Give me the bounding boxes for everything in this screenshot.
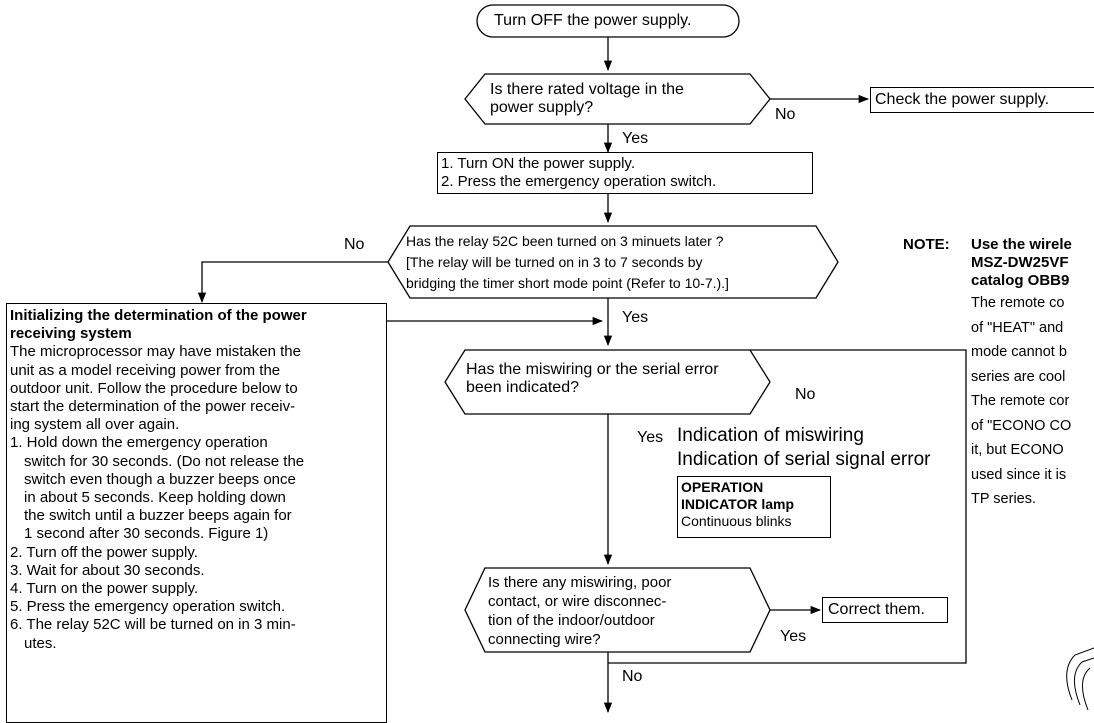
decision-miswiring-indicated-line: Has the miswiring or the serial error [466,361,719,378]
init-step-line: switch for 30 seconds. (Do not release t… [24,452,305,470]
init-step-line: 4. Turn on the power supply. [10,580,199,598]
check-power-label: Check the power supply. [875,91,1050,108]
correct-them-box: Correct them. [822,597,948,623]
arrow-d2-no [197,261,388,304]
decision-relay-text: Has the relay 52C been turned on 3 minue… [406,231,729,294]
step-line: 1. Turn ON the power supply. [441,155,635,172]
note-body: The remote co of "HEAT" and mode cannot … [971,291,1094,512]
note-body-line: The remote cor [971,393,1070,409]
note-head-line: catalog OBB9 [971,272,1070,289]
note-label: NOTE: [903,236,950,253]
note-text: Use the wirele MSZ-DW25VF catalog OBB9 [971,236,1094,290]
init-step-line: in about 5 seconds. Keep holding down [24,489,286,507]
init-step-line: the switch until a buzzer beeps again fo… [24,507,292,525]
decision-voltage-text: Is there rated voltage in the power supp… [490,81,684,117]
operation-lamp-title: INDICATOR lamp [681,496,795,512]
decision-wiring-line: connecting wire? [488,631,601,648]
step-power-on-text: 1. Turn ON the power supply. 2. Press th… [441,155,716,191]
init-step-line: 1 second after 30 seconds. Figure 1) [24,525,269,543]
decision-relay-no-label: No [344,236,365,253]
init-step-line: 2. Turn off the power supply. [10,543,198,561]
decision-miswiring-indicated-text: Has the miswiring or the serial error be… [466,361,719,397]
step-power-on-box: 1. Turn ON the power supply. 2. Press th… [437,152,813,194]
decision-voltage-no-label: No [775,106,796,123]
init-body-line: The microprocessor may have mistaken the [10,343,301,361]
init-step-line: utes. [24,634,57,652]
note-body-line: TP series. [971,491,1037,507]
operation-lamp-sub: Continuous blinks [681,513,792,529]
decision-voltage-yes-label: Yes [622,130,649,147]
init-step-line: 6. The relay 52C will be turned on in 3 … [10,616,296,634]
correct-them-label: Correct them. [828,601,925,618]
note-body-line: of "ECONO CO [971,417,1072,434]
init-body-line: start the determination of the power rec… [10,398,296,416]
decision-miswiring-indicated-yes-label: Yes [637,429,664,446]
decision-voltage-shape [464,73,771,125]
init-step-line: 1. Hold down the emergency operation [10,434,268,452]
arrow-d3-no [608,349,967,664]
init-body-line: unit as a model receiving power from the [10,361,281,379]
init-procedure-content: Initializing the determination of the po… [10,307,307,653]
decision-miswiring-indicated-no-label: No [795,386,816,403]
note-body-line: series are cool [971,368,1066,385]
init-steps-list: 1. Hold down the emergency operation swi… [10,434,307,652]
remote-controller-figure [1066,647,1094,711]
operation-lamp-box: OPERATION INDICATOR lamp Continuous blin… [677,476,831,538]
init-step-line: switch even though a buzzer beeps once [24,470,296,488]
indication-line: Indication of miswiring [677,425,864,446]
check-power-box: Check the power supply. [870,87,1094,113]
init-step-line: 3. Wait for about 30 seconds. [10,561,205,579]
decision-wiring-line: contact, or wire disconnec- [488,593,667,610]
step-line: 2. Press the emergency operation switch. [441,173,717,190]
decision-wiring-yes-label: Yes [780,628,807,645]
decision-miswiring-indicated-line: been indicated? [466,379,579,396]
note-body-line: The remote co [971,295,1065,311]
decision-wiring-text: Is there any miswiring, poor contact, or… [488,573,671,649]
decision-voltage-line: Is there rated voltage in the [490,81,684,98]
note-body-line: mode cannot b [971,344,1067,360]
decision-wiring-shape [464,567,771,653]
init-step-line: 5. Press the emergency operation switch. [10,598,286,616]
init-body-line: ing system all over again. [10,416,180,434]
init-procedure-title: receiving system [10,325,132,343]
init-procedure-box: Initializing the determination of the po… [6,303,387,723]
decision-relay-line: bridging the timer short mode point (Ref… [406,275,729,291]
operation-lamp-content: OPERATION INDICATOR lamp Continuous blin… [681,479,794,530]
note-head-line: MSZ-DW25VF [971,254,1069,271]
note-body-line: used since it is [971,466,1067,483]
start-terminator-label: Turn OFF the power supply. [494,12,692,29]
init-procedure-title: Initializing the determination of the po… [10,307,307,324]
decision-wiring-line: tion of the indoor/outdoor [488,612,655,629]
decision-voltage-line: power supply? [490,99,594,116]
note-body-line: of "HEAT" and [971,319,1064,336]
operation-lamp-title: OPERATION [681,479,764,495]
decision-relay-line: [The relay will be turned on in 3 to 7 s… [406,254,703,270]
init-body-line: outdoor unit. Follow the procedure below… [10,379,298,397]
decision-wiring-no-label: No [622,668,643,685]
indication-line: Indication of serial signal error [677,449,931,470]
decision-relay-line: Has the relay 52C been turned on 3 minue… [406,233,724,249]
decision-wiring-line: Is there any miswiring, poor [488,574,672,591]
decision-relay-yes-label: Yes [622,309,649,326]
indication-text: Indication of miswiring Indication of se… [677,424,930,472]
note-head-line: Use the wirele [971,236,1072,253]
note-body-line: it, but ECONO [971,442,1064,458]
